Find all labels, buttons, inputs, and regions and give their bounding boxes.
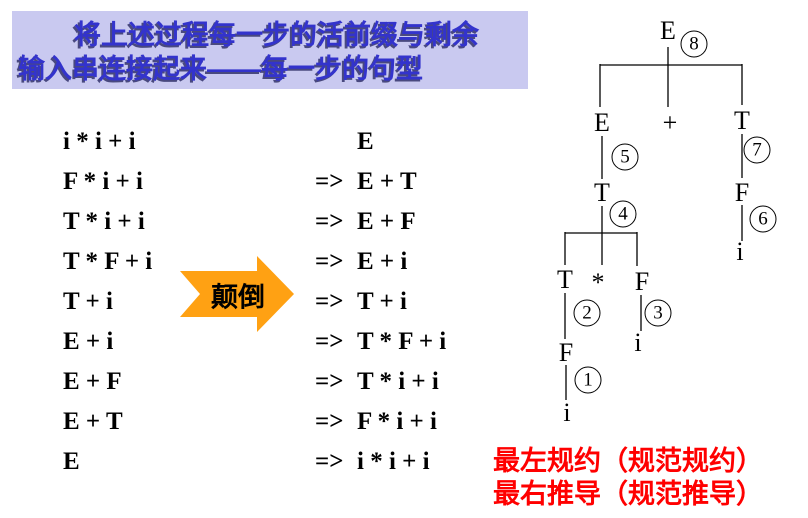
tree-node-E: E — [594, 108, 610, 137]
derivation-row: => i * i + i — [315, 448, 430, 476]
tree-node-i: i — [563, 398, 571, 427]
derives-symbol: => — [315, 328, 344, 355]
derivation-row: E — [315, 128, 374, 156]
reduction-row: i * i + i — [63, 128, 136, 155]
footer-line-leftmost-reduction: 最左规约（规范规约） — [493, 446, 763, 476]
step-number-badge-7: 7 — [743, 136, 771, 164]
tree-node-i: i — [736, 237, 744, 266]
derivation-row: => T * i + i — [315, 368, 439, 396]
tree-node-i: i — [634, 328, 642, 357]
tree-edges — [564, 47, 743, 400]
reduction-row: E + i — [63, 328, 114, 355]
reduction-row: T * F + i — [63, 248, 153, 275]
step-number-badge-6: 6 — [749, 205, 777, 233]
tree-node-T: T — [594, 178, 610, 207]
derives-symbol: => — [315, 168, 344, 195]
derivation-text: E — [357, 128, 374, 155]
derivation-text: T + i — [357, 288, 407, 315]
title-line-2: 输入串连接起来——每一步的句型 — [18, 54, 423, 84]
title-banner: 将上述过程每一步的活前缀与剩余 输入串连接起来——每一步的句型 — [12, 11, 528, 89]
tree-node-T: T — [557, 265, 573, 294]
derivation-text: E + T — [357, 168, 417, 195]
tree-node-plus: + — [662, 108, 678, 137]
derivation-row: => T * F + i — [315, 328, 446, 356]
reduction-row: F * i + i — [63, 168, 143, 195]
tree-node-T: T — [734, 106, 750, 135]
derivation-row: => E + F — [315, 208, 416, 236]
derives-symbol: => — [315, 248, 344, 275]
derivation-text: F * i + i — [357, 408, 437, 435]
step-number-badge-1: 1 — [574, 366, 602, 394]
derives-symbol: => — [315, 208, 344, 235]
derivation-text: E + i — [357, 248, 408, 275]
reduction-row: E — [63, 448, 80, 475]
step-number-badge-5: 5 — [611, 143, 639, 171]
step-number-badge-4: 4 — [609, 200, 637, 228]
footer-line-rightmost-derivation: 最右推导（规范推导） — [493, 479, 763, 509]
footer-notes: 最左规约（规范规约） 最右推导（规范推导） — [493, 445, 763, 511]
title-line-1: 将上述过程每一步的活前缀与剩余 — [74, 20, 479, 50]
tree-node-star: * — [591, 268, 605, 297]
tree-node-F: F — [558, 338, 574, 367]
reduction-row: T + i — [63, 288, 113, 315]
derivation-text: T * i + i — [357, 368, 439, 395]
derivation-row: => T + i — [315, 288, 407, 316]
tree-node-root-E: E — [660, 16, 676, 45]
step-number-badge-3: 3 — [644, 299, 672, 327]
tree-node-F: F — [634, 267, 650, 296]
derivation-text: E + F — [357, 208, 416, 235]
derives-symbol: => — [315, 408, 344, 435]
tree-node-F: F — [734, 178, 750, 207]
reduction-row: E + F — [63, 368, 122, 395]
reduction-row: E + T — [63, 408, 123, 435]
derives-symbol: => — [315, 448, 344, 475]
derivation-row: => E + i — [315, 248, 407, 276]
step-number-badge-2: 2 — [573, 299, 601, 327]
derivation-text: i * i + i — [357, 448, 430, 475]
reduction-row: T * i + i — [63, 208, 145, 235]
derivation-row: => F * i + i — [315, 408, 437, 436]
derivation-text: T * F + i — [357, 328, 447, 355]
step-number-badge-8: 8 — [680, 30, 708, 58]
derives-symbol: => — [315, 368, 344, 395]
derives-symbol: => — [315, 288, 344, 315]
reverse-arrow-label: 颠倒 — [211, 282, 265, 313]
derivation-row: => E + T — [315, 168, 417, 196]
